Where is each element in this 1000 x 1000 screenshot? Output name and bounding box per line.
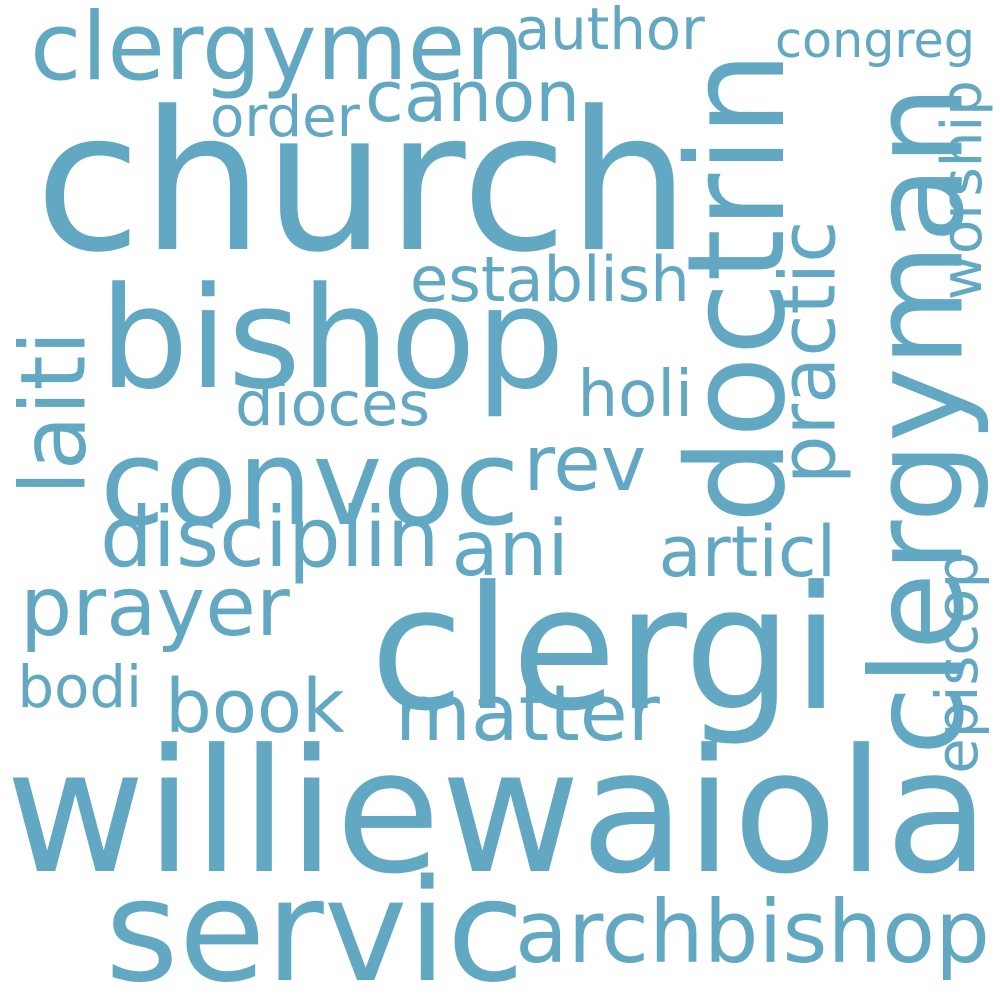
word-holi: holi bbox=[577, 358, 693, 432]
word-establish: establish bbox=[410, 243, 690, 316]
word-articl: articl bbox=[658, 511, 837, 593]
word-bishop: bishop bbox=[99, 258, 566, 421]
word-book: book bbox=[165, 664, 345, 750]
word-disciplin: disciplin bbox=[100, 489, 440, 586]
word-church: church bbox=[35, 70, 691, 295]
word-order: order bbox=[210, 84, 360, 150]
word-bodi: bodi bbox=[17, 652, 143, 721]
word-servic: servic bbox=[105, 850, 525, 1000]
word-practic: practic bbox=[764, 220, 854, 485]
word-laiti: laiti bbox=[2, 329, 107, 495]
word-ani: ani bbox=[451, 504, 569, 594]
word-episcop: episcop bbox=[922, 551, 991, 774]
word-worship: worship bbox=[929, 80, 995, 301]
word-author: author bbox=[515, 0, 705, 63]
word-williewaiola: williewaiola bbox=[5, 713, 990, 912]
word-clergymen: clergymen bbox=[30, 0, 525, 102]
word-canon: canon bbox=[365, 55, 581, 138]
word-dioces: dioces bbox=[235, 369, 431, 440]
word-convoc: convoc bbox=[100, 413, 520, 552]
word-prayer: prayer bbox=[20, 559, 290, 655]
word-matter: matter bbox=[395, 669, 660, 759]
word-archbishop: archbishop bbox=[515, 882, 990, 983]
word-congreg: congreg bbox=[775, 10, 975, 69]
word-rev: rev bbox=[523, 419, 647, 509]
word-clergi: clergi bbox=[370, 549, 840, 749]
